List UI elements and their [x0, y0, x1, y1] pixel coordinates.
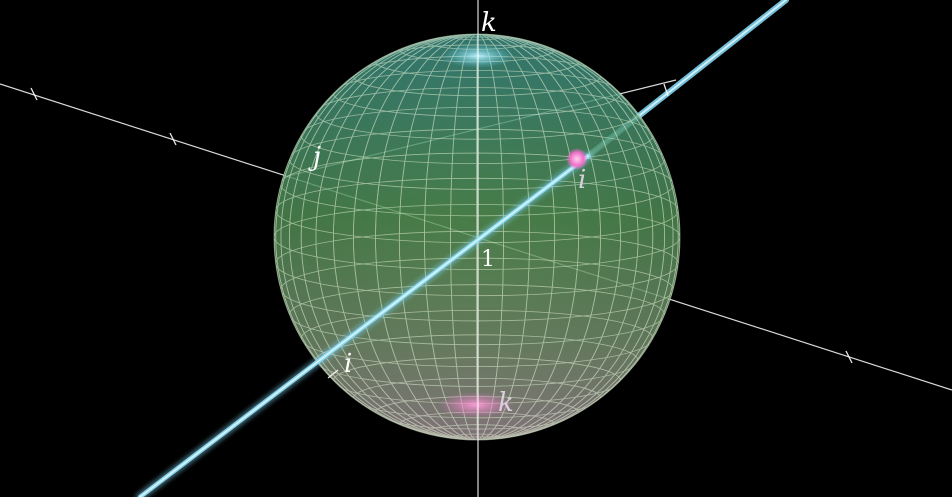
sphere-longitude-line: [300, 34, 654, 440]
sphere-longitude-line: [424, 34, 530, 440]
sphere-longitude-line: [353, 34, 601, 440]
sphere-longitude-line: [289, 34, 665, 440]
label-k-top: k: [481, 8, 497, 38]
tick-front-i: [327, 369, 339, 379]
pole-glow-bottom: [438, 392, 514, 418]
pink-marker: [566, 148, 588, 170]
sphere-latitude-line: [274, 204, 680, 270]
sphere-longitude-line: [375, 34, 579, 440]
sphere-longitude-line: [450, 34, 504, 440]
tick-right-j: [663, 83, 669, 97]
tick-left-1: [30, 87, 38, 101]
tick-left-2: [169, 132, 177, 146]
sphere-longitude-line: [315, 34, 639, 440]
label-i-back: i: [578, 165, 586, 195]
axis-ticks: [30, 83, 853, 379]
sphere-longitude-line: [280, 34, 674, 440]
sphere-rim: [273, 33, 681, 441]
label-i-front: i: [344, 349, 352, 379]
sphere-longitude-line: [333, 34, 621, 440]
label-k-bottom: k: [498, 388, 514, 418]
sphere-longitude-line: [398, 34, 556, 440]
label-origin: 1: [481, 247, 495, 272]
sphere-longitude-line: [275, 34, 679, 440]
tick-right-1: [845, 350, 853, 364]
rotation-axis-front-core: [139, 155, 589, 497]
